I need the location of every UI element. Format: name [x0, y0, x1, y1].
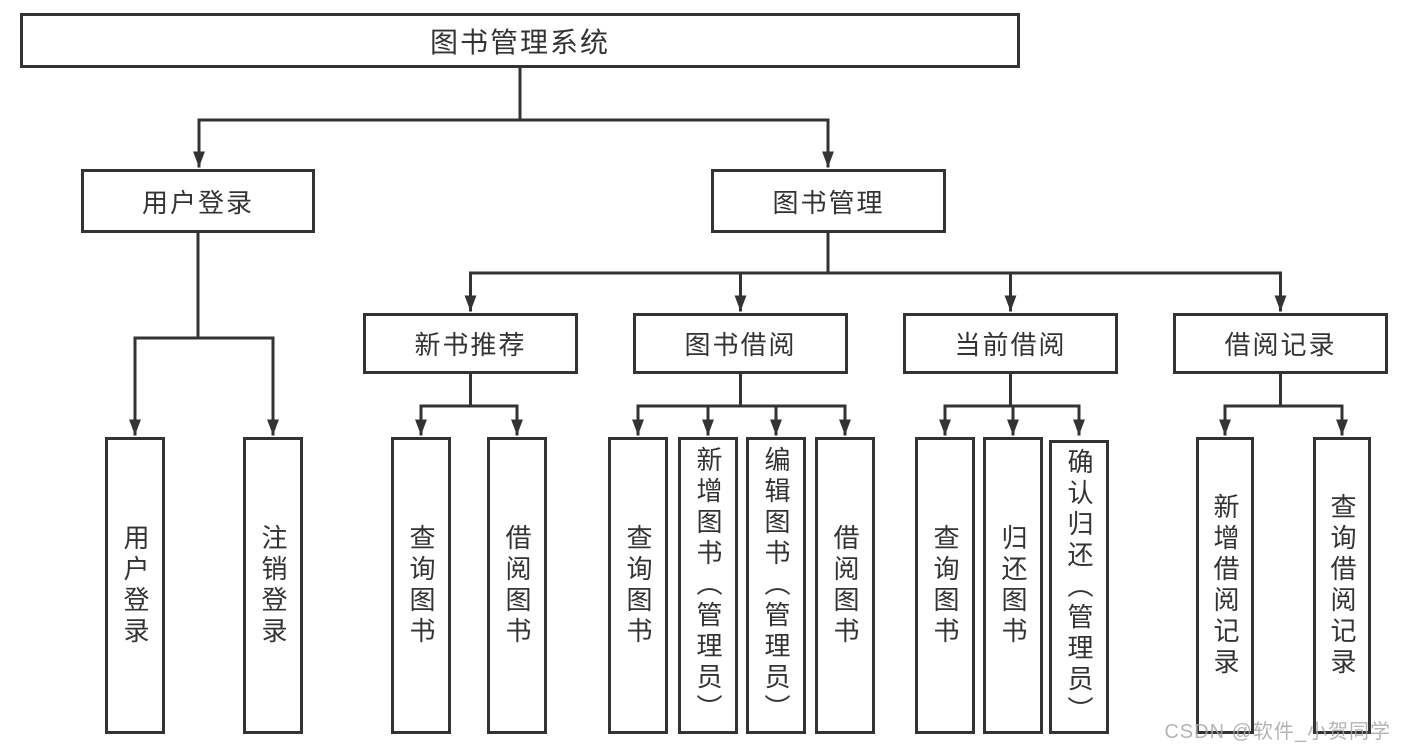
- node-borrowing-records-label: 借阅记录: [1224, 330, 1337, 360]
- leaf-return-books: 归还图书: [983, 437, 1043, 734]
- node-root-label: 图书管理系统: [429, 26, 610, 58]
- node-user-login: 用户登录: [81, 169, 315, 233]
- leaf-user-login-label: 用户登录: [120, 523, 150, 648]
- node-user-login-label: 用户登录: [141, 187, 254, 218]
- connectors: [129, 66, 1348, 436]
- leaf-logout: 注销登录: [243, 437, 303, 734]
- leaf-borrow-books-borrowing: 借阅图书: [815, 437, 875, 734]
- leaf-confirm-return-admin-label: 确认归还（管理员）: [1064, 447, 1094, 727]
- leaf-query-borrow-record-label: 查询借阅记录: [1327, 492, 1357, 679]
- leaf-logout-label: 注销登录: [258, 523, 288, 648]
- leaf-add-borrow-record-label: 新增借阅记录: [1210, 492, 1240, 679]
- leaf-user-login: 用户登录: [105, 437, 165, 734]
- node-book-management: 图书管理: [711, 169, 946, 233]
- leaf-query-borrow-record: 查询借阅记录: [1313, 437, 1371, 734]
- node-root: 图书管理系统: [20, 13, 1020, 68]
- leaf-query-books-current-label: 查询图书: [930, 523, 960, 648]
- node-new-book-recommend-label: 新书推荐: [414, 330, 527, 360]
- leaf-borrow-books-recommend: 借阅图书: [487, 437, 547, 734]
- leaf-return-books-label: 归还图书: [998, 523, 1028, 648]
- leaf-query-books-current: 查询图书: [915, 437, 975, 734]
- leaf-add-book-admin-label: 新增图书（管理员）: [693, 446, 723, 725]
- leaf-query-books-recommend-label: 查询图书: [406, 523, 436, 648]
- node-book-borrowing: 图书借阅: [633, 313, 848, 374]
- node-book-borrowing-label: 图书借阅: [684, 330, 797, 360]
- leaf-edit-book-admin-label: 编辑图书（管理员）: [761, 446, 791, 725]
- leaf-query-books-recommend: 查询图书: [391, 437, 451, 734]
- node-current-borrowing-label: 当前借阅: [954, 330, 1067, 360]
- node-book-management-label: 图书管理: [772, 187, 885, 218]
- leaf-add-borrow-record: 新增借阅记录: [1196, 437, 1254, 734]
- leaf-confirm-return-admin: 确认归还（管理员）: [1049, 440, 1109, 734]
- watermark: CSDN @软件_小贺同学: [1164, 721, 1391, 743]
- leaf-borrow-books-borrowing-label: 借阅图书: [830, 523, 860, 648]
- node-current-borrowing: 当前借阅: [903, 313, 1118, 374]
- leaf-borrow-books-recommend-label: 借阅图书: [502, 523, 532, 648]
- node-new-book-recommend: 新书推荐: [363, 313, 578, 374]
- leaf-add-book-admin: 新增图书（管理员）: [678, 437, 738, 734]
- node-borrowing-records: 借阅记录: [1173, 313, 1388, 374]
- leaf-query-books-borrowing-label: 查询图书: [623, 523, 653, 648]
- leaf-edit-book-admin: 编辑图书（管理员）: [746, 437, 806, 734]
- leaf-query-books-borrowing: 查询图书: [608, 437, 668, 734]
